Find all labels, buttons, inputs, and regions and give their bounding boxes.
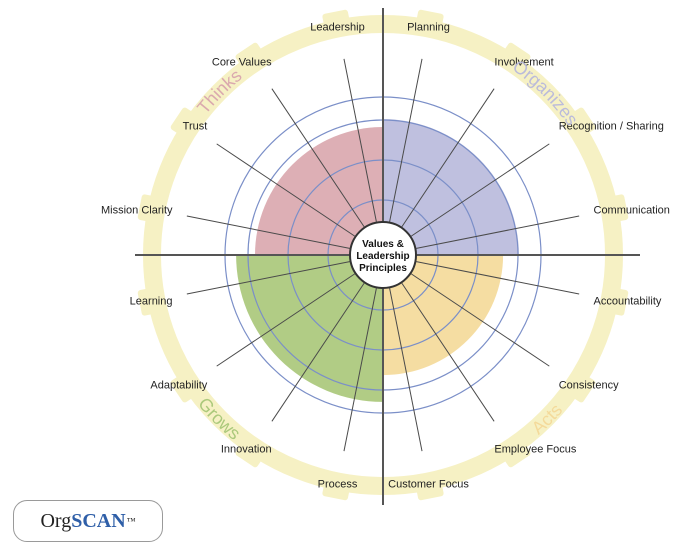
quadrant-fill-organizes <box>383 119 519 255</box>
spoke-line <box>410 143 550 237</box>
gear-tooth <box>170 107 193 134</box>
gear-tooth <box>573 107 596 134</box>
gear-tooth <box>416 484 444 501</box>
gear-tooth <box>504 445 531 468</box>
spoke-line <box>271 282 365 422</box>
spoke-label: Adaptability <box>150 379 207 391</box>
spoke-line <box>186 215 350 249</box>
spoke-line <box>186 261 350 295</box>
quadrant-fill-grows <box>236 255 383 402</box>
spoke-label: Consistency <box>559 379 619 391</box>
spoke-line <box>401 88 495 228</box>
spoke-line <box>416 261 580 295</box>
spoke-label: Accountability <box>594 296 662 308</box>
spoke-line <box>401 282 495 422</box>
center-line-1: Values & <box>362 239 404 250</box>
spoke-label: Learning <box>130 296 173 308</box>
spoke-label: Mission Clarity <box>101 205 173 217</box>
quadrant-label-grows: Grows <box>194 394 244 444</box>
gear-tooth <box>504 42 531 65</box>
gear-tooth <box>137 194 154 222</box>
center-circle <box>349 221 417 289</box>
spoke-line <box>410 273 550 367</box>
gear-tooth <box>137 288 154 316</box>
logo-prefix: Org <box>40 509 72 532</box>
spoke-label: Communication <box>594 205 670 217</box>
gear-tooth <box>573 376 596 403</box>
gear-tooth <box>235 445 262 468</box>
spoke-label: Recognition / Sharing <box>559 121 664 133</box>
spoke-label: Trust <box>183 121 208 133</box>
spoke-line <box>389 288 423 452</box>
logo-brand: SCAN <box>71 509 126 532</box>
spoke-label: Employee Focus <box>494 444 576 456</box>
quadrant-label-thinks: Thinks <box>193 65 245 117</box>
spoke-line <box>271 88 365 228</box>
spoke-label: Leadership <box>310 22 364 34</box>
spoke-line <box>343 58 377 222</box>
spoke-label: Core Values <box>212 56 272 68</box>
spoke-line <box>343 288 377 452</box>
gear-tooth <box>322 484 350 501</box>
spoke-label: Customer Focus <box>388 479 469 491</box>
spoke-line <box>416 215 580 249</box>
spoke-label: Involvement <box>494 56 553 68</box>
spoke-line <box>216 143 356 237</box>
gear-tooth <box>612 288 629 316</box>
gear-tooth <box>322 9 350 26</box>
spoke-label: Planning <box>407 22 450 34</box>
center-hub: Values & Leadership Principles <box>349 221 417 289</box>
logo-trademark: ™ <box>126 516 136 526</box>
quadrant-fill-thinks <box>255 126 383 256</box>
gear-tooth <box>235 42 262 65</box>
spoke-label: Process <box>318 479 358 491</box>
gear-tooth <box>612 194 629 222</box>
gear-tooth <box>170 376 193 403</box>
center-line-2: Leadership <box>356 251 409 262</box>
spoke-line <box>389 58 423 222</box>
spoke-label: Innovation <box>221 444 272 456</box>
spoke-line <box>216 273 356 367</box>
center-line-3: Principles <box>359 263 407 274</box>
gear-tooth <box>416 9 444 26</box>
